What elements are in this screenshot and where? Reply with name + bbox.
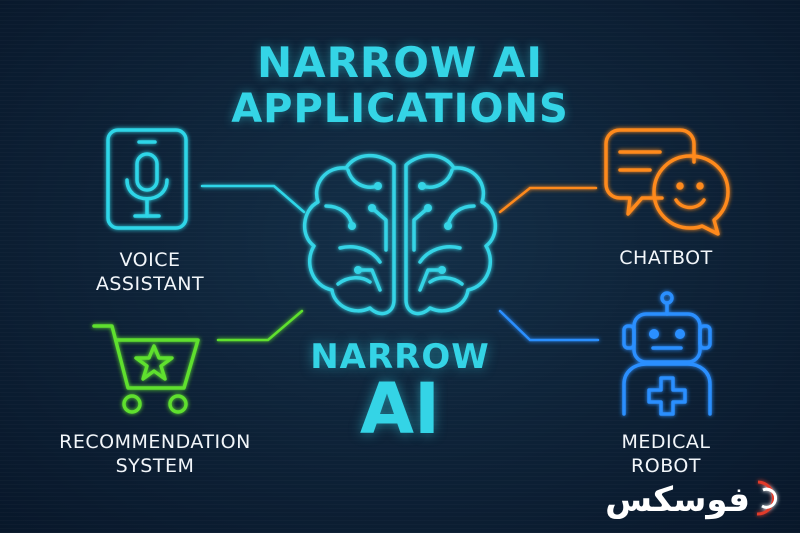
brand-logo-text: فوسكس [605, 480, 750, 520]
connector-medical [498, 309, 600, 342]
title-line-1: NARROW AI [256, 38, 544, 87]
connector-chatbot [498, 186, 598, 214]
node-chatbot: CHATBOT [596, 246, 736, 270]
node-medical-line2: ROBOT [631, 455, 701, 477]
node-chatbot-line1: CHATBOT [619, 247, 713, 269]
brain-icon [303, 153, 497, 316]
shopping-cart-star-icon [92, 324, 200, 414]
node-medical-line1: MEDICAL [621, 431, 711, 453]
node-voice-line2: ASSISTANT [95, 273, 205, 295]
connector-recommend [216, 309, 304, 342]
logo-mark [756, 480, 778, 516]
node-recommendation-system: RECOMMENDATION SYSTEM [30, 430, 280, 478]
node-voice-assistant: VOICE ASSISTANT [60, 248, 240, 296]
center-label-line2: AI [359, 368, 441, 450]
node-recommend-line2: SYSTEM [115, 455, 195, 477]
robot-medical-cross-icon [622, 291, 712, 416]
node-recommend-line1: RECOMMENDATION [59, 431, 251, 453]
chat-bubbles-smiley-icon [604, 128, 730, 236]
microphone-phone-icon [106, 128, 188, 230]
center-label-line1: NARROW [310, 337, 490, 377]
node-medical-robot: MEDICAL ROBOT [596, 430, 736, 478]
node-voice-line1: VOICE [119, 249, 181, 271]
connector-voice [200, 184, 306, 214]
title-line-2: APPLICATIONS [231, 86, 569, 132]
